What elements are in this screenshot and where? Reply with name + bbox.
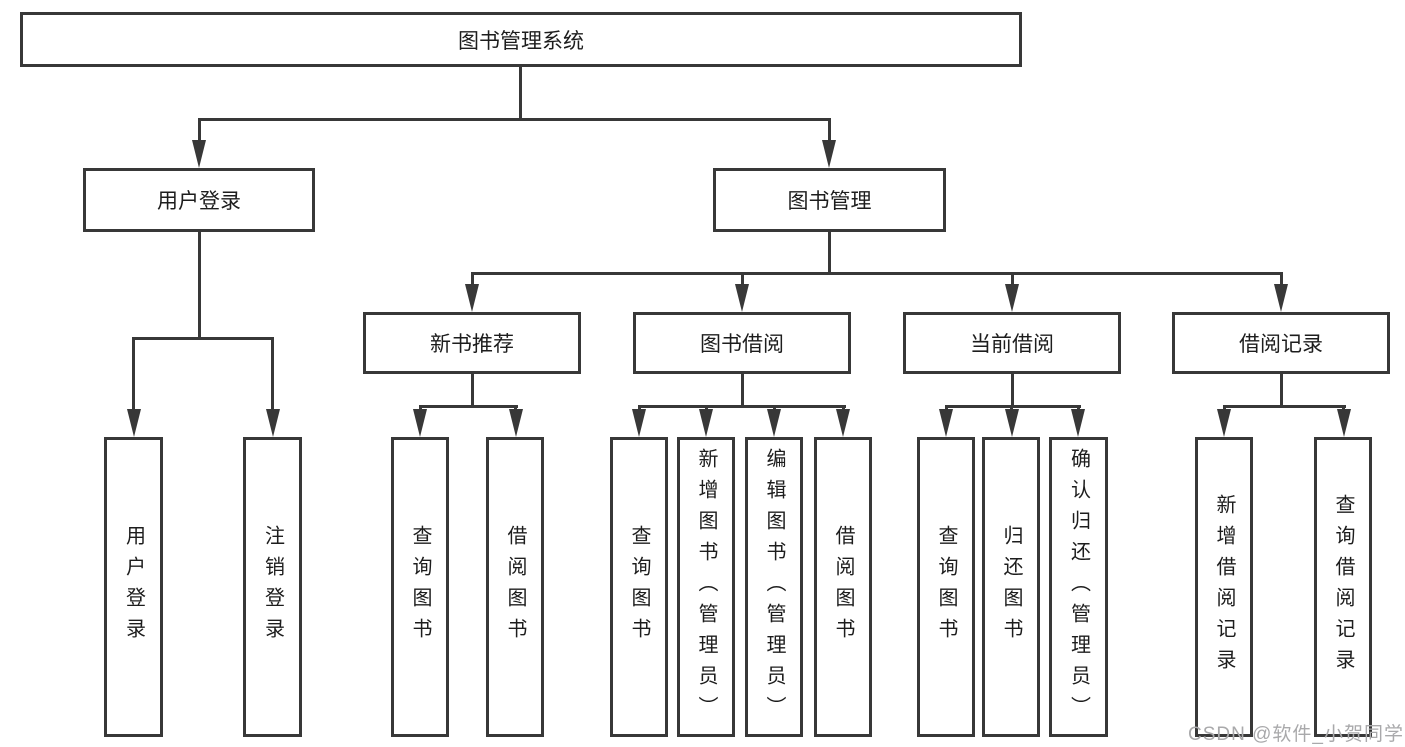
arrowhead-down-icon xyxy=(132,337,135,409)
arrowhead-down-icon xyxy=(772,405,776,409)
arrowhead-down-icon xyxy=(1342,405,1345,409)
arrowhead-down-icon xyxy=(470,272,474,284)
leaf-query-books-recommend: 查询图书 xyxy=(391,437,449,737)
node-user-login: 用户登录 xyxy=(83,168,315,232)
connector-line xyxy=(197,118,831,121)
arrowhead-down-icon xyxy=(1010,272,1014,284)
arrowhead-down-icon xyxy=(944,405,948,409)
connector-line xyxy=(132,337,274,340)
arrowhead-down-icon xyxy=(1279,272,1283,284)
arrowhead-down-icon xyxy=(271,337,274,409)
leaf-add-book-admin: 新增图书（管理员） xyxy=(677,437,735,737)
node-new-book-recommend: 新书推荐 xyxy=(363,312,581,374)
leaf-query-books-current: 查询图书 xyxy=(917,437,975,737)
csdn-watermark: CSDN @软件_小贺同学 xyxy=(1188,724,1404,745)
leaf-user-login: 用户登录 xyxy=(104,437,163,737)
arrowhead-down-icon xyxy=(637,405,641,409)
node-label: 编辑图书（管理员） xyxy=(763,447,785,727)
node-label: 借阅记录 xyxy=(1239,333,1323,356)
node-current-borrowing: 当前借阅 xyxy=(903,312,1121,374)
arrowhead-down-icon xyxy=(418,405,422,409)
leaf-borrow-books-recommend: 借阅图书 xyxy=(486,437,544,737)
node-book-management: 图书管理 xyxy=(713,168,946,232)
arrowhead-down-icon xyxy=(197,118,201,140)
connector-line xyxy=(1010,374,1014,408)
connector-line xyxy=(418,405,518,408)
arrowhead-down-icon xyxy=(740,272,744,284)
connector-line xyxy=(637,405,846,408)
leaf-query-borrow-record: 查询借阅记录 xyxy=(1314,437,1372,737)
node-label: 借阅图书 xyxy=(504,525,526,649)
leaf-query-books-borrowing: 查询图书 xyxy=(610,437,668,737)
arrowhead-down-icon xyxy=(704,405,708,409)
arrowhead-down-icon xyxy=(1222,405,1226,409)
connector-line xyxy=(470,272,1283,275)
node-label: 用户登录 xyxy=(157,190,241,213)
arrowhead-down-icon xyxy=(841,405,845,409)
leaf-logout-login: 注销登录 xyxy=(243,437,302,737)
leaf-edit-book-admin: 编辑图书（管理员） xyxy=(745,437,803,737)
leaf-return-book: 归还图书 xyxy=(982,437,1040,737)
node-label: 图书借阅 xyxy=(700,333,784,356)
connector-line xyxy=(827,232,831,275)
node-book-borrowing: 图书借阅 xyxy=(633,312,851,374)
connector-line xyxy=(470,374,474,408)
connector-line xyxy=(1279,374,1283,408)
node-label: 归还图书 xyxy=(1000,525,1022,649)
node-label: 图书管理 xyxy=(787,190,872,213)
connector-line xyxy=(518,67,522,120)
node-label: 借阅图书 xyxy=(832,525,854,649)
node-label: 查询图书 xyxy=(628,525,650,649)
leaf-borrow-books-borrowing: 借阅图书 xyxy=(814,437,872,737)
node-label: 新书推荐 xyxy=(430,333,514,356)
node-label: 新增借阅记录 xyxy=(1213,494,1235,680)
arrowhead-down-icon xyxy=(514,405,517,409)
connector-line xyxy=(197,232,201,340)
node-label: 查询图书 xyxy=(409,525,431,649)
node-label: 当前借阅 xyxy=(970,333,1054,356)
node-label: 查询图书 xyxy=(935,525,957,649)
arrowhead-down-icon xyxy=(1076,405,1080,409)
leaf-confirm-return-admin: 确认归还（管理员） xyxy=(1049,437,1108,737)
connector-line xyxy=(1222,405,1346,408)
connector-line xyxy=(740,374,744,408)
leaf-add-borrow-record: 新增借阅记录 xyxy=(1195,437,1253,737)
node-label: 图书管理系统 xyxy=(458,29,584,53)
node-library-system: 图书管理系统 xyxy=(20,12,1022,67)
node-borrow-records: 借阅记录 xyxy=(1172,312,1390,374)
arrowhead-down-icon xyxy=(1010,405,1013,409)
node-label: 新增图书（管理员） xyxy=(695,447,717,727)
node-label: 查询借阅记录 xyxy=(1332,494,1354,680)
node-label: 确认归还（管理员） xyxy=(1067,447,1090,727)
arrowhead-down-icon xyxy=(827,118,831,140)
node-label: 用户登录 xyxy=(122,525,145,649)
node-label: 注销登录 xyxy=(261,525,284,649)
